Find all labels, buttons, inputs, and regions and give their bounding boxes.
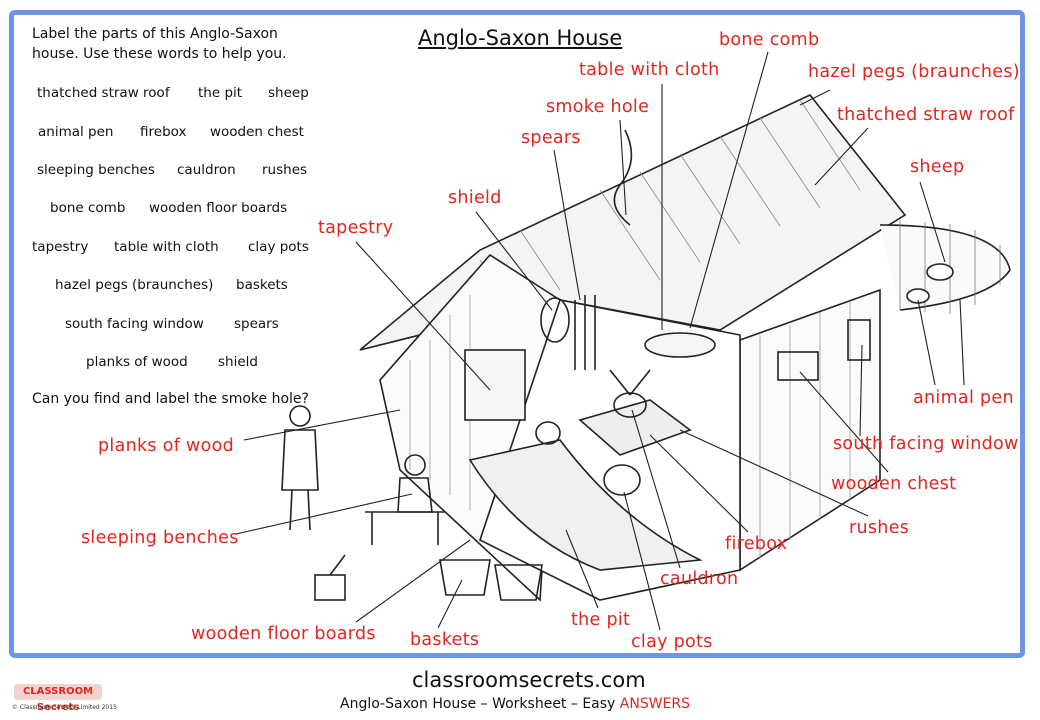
label-wooden-chest: wooden chest (831, 474, 957, 494)
tapestry-shape (464, 349, 526, 421)
word-bank-item: baskets (236, 277, 288, 293)
word-bank-item: south facing window (65, 316, 204, 332)
label-clay-pots: clay pots (631, 632, 713, 652)
chest-shape (777, 351, 819, 381)
label-baskets: baskets (410, 630, 480, 650)
word-bank-item: shield (218, 354, 258, 370)
classroom-secrets-logo: CLASSROOM Secrets (14, 684, 102, 713)
label-sheep: sheep (910, 157, 965, 177)
word-bank-item: thatched straw roof (37, 85, 170, 101)
standing-person-head (289, 405, 311, 427)
cauldron-shape (613, 392, 647, 418)
window-shape (847, 319, 871, 361)
label-south-facing-window: south facing window (833, 434, 1019, 454)
word-bank-item: sleeping benches (37, 162, 155, 178)
word-bank-item: table with cloth (114, 239, 219, 255)
word-bank-item: the pit (198, 85, 243, 101)
word-bank-item: rushes (262, 162, 308, 178)
sheep-shape (926, 263, 954, 281)
word-bank-item: firebox (140, 124, 187, 140)
floor-boards (468, 439, 703, 571)
word-bank-item: wooden floor boards (149, 200, 288, 216)
word-bank-item: wooden chest (210, 124, 304, 140)
instructions-line-2: house. Use these words to help you. (32, 46, 287, 62)
label-thatched-straw-roof: thatched straw roof (837, 105, 1015, 125)
copyright-text: © Classroom Secrets Limited 2015 (12, 704, 117, 711)
label-sleeping-benches: sleeping benches (81, 528, 239, 548)
stump-shape (314, 574, 346, 601)
word-bank-item: cauldron (177, 162, 236, 178)
smoke-hole-question: Can you find and label the smoke hole? (32, 391, 309, 407)
label-firebox: firebox (725, 534, 788, 554)
label-spears: spears (521, 128, 581, 148)
word-bank-item: sheep (268, 85, 309, 101)
footer-site[interactable]: classroomsecrets.com (412, 668, 646, 692)
word-bank-item: tapestry (32, 239, 89, 255)
label-planks-of-wood: planks of wood (98, 436, 235, 456)
label-table-with-cloth: table with cloth (579, 60, 720, 80)
footer-subtitle: Anglo-Saxon House – Worksheet – Easy ANS… (340, 696, 690, 712)
footer-subtitle-text: Anglo-Saxon House – Worksheet – Easy (340, 696, 616, 712)
answers-badge: ANSWERS (619, 696, 691, 712)
instructions-line-1: Label the parts of this Anglo-Saxon (32, 26, 278, 42)
page-title: Anglo-Saxon House (418, 26, 623, 50)
firebox-shape (578, 399, 692, 456)
worksheet-frame (9, 10, 1025, 658)
clay-pot-shape (603, 464, 641, 496)
label-shield: shield (448, 188, 502, 208)
table-shape (644, 332, 716, 358)
word-bank-item: bone comb (50, 200, 126, 216)
word-bank-item: clay pots (248, 239, 309, 255)
label-rushes: rushes (849, 518, 910, 538)
label-the-pit: the pit (571, 610, 631, 630)
leader-lines (235, 51, 965, 631)
label-wooden-floor-boards: wooden floor boards (191, 624, 376, 644)
smoke-shape (613, 129, 633, 226)
label-smoke-hole: smoke hole (546, 97, 650, 117)
label-tapestry: tapestry (318, 218, 394, 238)
label-hazel-pegs: hazel pegs (braunches) (808, 62, 1020, 82)
seated-person-head (404, 454, 426, 476)
word-bank-item: planks of wood (86, 354, 188, 370)
shield-shape (540, 297, 570, 343)
word-bank-item: animal pen (38, 124, 114, 140)
label-cauldron: cauldron (660, 569, 739, 589)
label-animal-pen: animal pen (913, 388, 1014, 408)
label-bone-comb: bone comb (719, 30, 820, 50)
basket-shape (439, 559, 491, 596)
word-bank-item: hazel pegs (braunches) (55, 277, 214, 293)
word-bank-item: spears (234, 316, 279, 332)
